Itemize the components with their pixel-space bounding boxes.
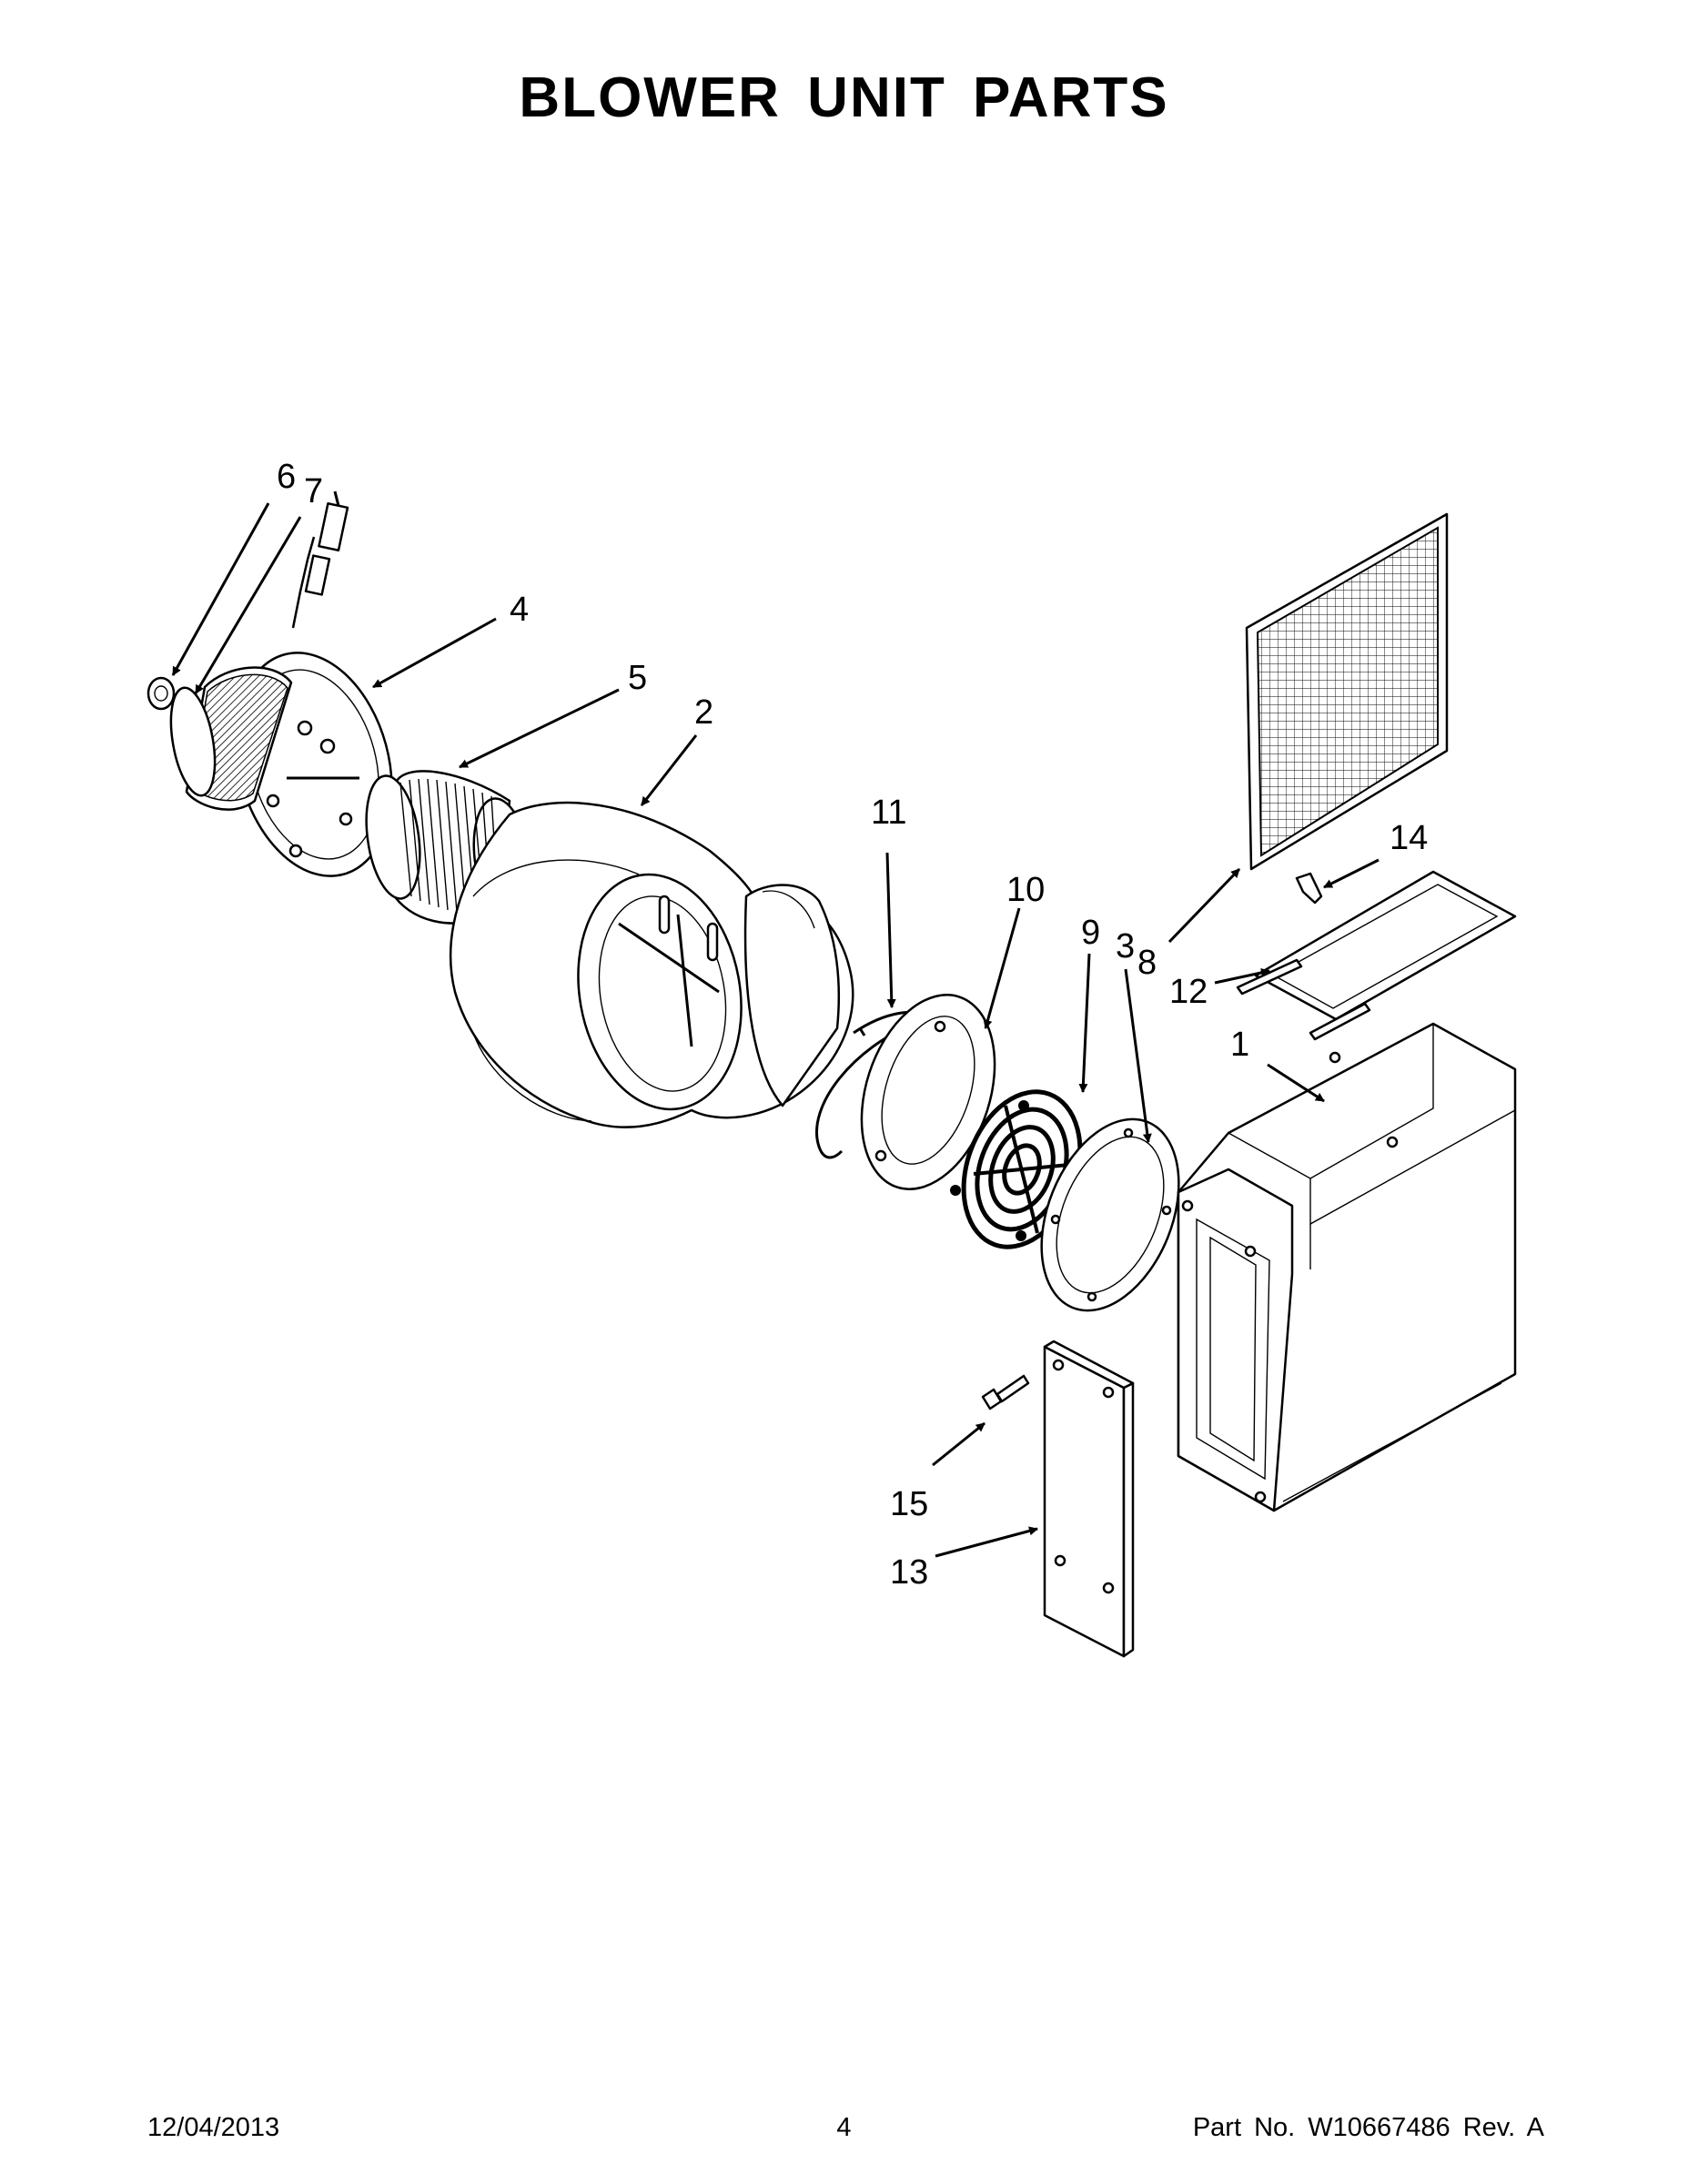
arrow-8 bbox=[1167, 867, 1241, 944]
footer-date: 12/04/2013 bbox=[147, 2113, 280, 2142]
callout-5: 5 bbox=[628, 659, 647, 697]
callout-3: 3 bbox=[1116, 927, 1135, 966]
arrow-7 bbox=[194, 516, 302, 694]
arrow-11 bbox=[885, 852, 896, 1008]
callout-11: 11 bbox=[871, 794, 906, 832]
callout-1: 1 bbox=[1230, 1026, 1249, 1064]
callout-8: 8 bbox=[1137, 944, 1157, 982]
gasket-strip-part bbox=[1236, 870, 1517, 1041]
callout-7: 7 bbox=[304, 472, 323, 511]
callout-arrows bbox=[171, 502, 1380, 1558]
filter-clip-part bbox=[1295, 872, 1323, 905]
motor-part bbox=[169, 490, 393, 877]
flange-ring-part bbox=[860, 994, 996, 1190]
arrow-1 bbox=[1267, 1063, 1325, 1103]
callout-10: 10 bbox=[1006, 871, 1045, 909]
callout-6: 6 bbox=[277, 458, 296, 496]
callout-14: 14 bbox=[1390, 819, 1428, 857]
callout-9: 9 bbox=[1081, 914, 1100, 952]
arrow-4 bbox=[372, 617, 497, 689]
cover-plate-part bbox=[1043, 1340, 1135, 1658]
arrow-6 bbox=[171, 502, 270, 676]
arrow-5 bbox=[459, 688, 620, 769]
callout-12: 12 bbox=[1169, 973, 1208, 1011]
gasket-part bbox=[1040, 1117, 1180, 1312]
blower-housing-part bbox=[449, 801, 854, 1128]
callout-labels: 6 7 4 5 2 11 10 9 3 8 14 12 1 15 13 bbox=[277, 458, 1428, 1592]
arrow-15 bbox=[932, 1421, 986, 1467]
page-number: 4 bbox=[836, 2113, 852, 2142]
callout-2: 2 bbox=[694, 693, 713, 732]
arrow-14 bbox=[1323, 858, 1380, 889]
arrow-12 bbox=[1214, 968, 1270, 985]
callout-15: 15 bbox=[890, 1485, 928, 1523]
screw-part bbox=[981, 1374, 1030, 1410]
part-number: Part No. W10667486 Rev. A bbox=[1192, 2113, 1544, 2142]
arrow-2 bbox=[640, 734, 698, 806]
arrow-3 bbox=[1124, 968, 1152, 1143]
arrow-10 bbox=[983, 907, 1021, 1029]
blower-box-part bbox=[1177, 1022, 1517, 1512]
nut-part bbox=[147, 676, 176, 711]
arrow-9 bbox=[1078, 953, 1091, 1093]
callout-4: 4 bbox=[510, 591, 529, 629]
callout-13: 13 bbox=[890, 1553, 928, 1592]
grease-filter-part bbox=[1245, 512, 1449, 871]
arrow-13 bbox=[935, 1526, 1038, 1558]
page-title: BLOWER UNIT PARTS bbox=[519, 66, 1169, 129]
